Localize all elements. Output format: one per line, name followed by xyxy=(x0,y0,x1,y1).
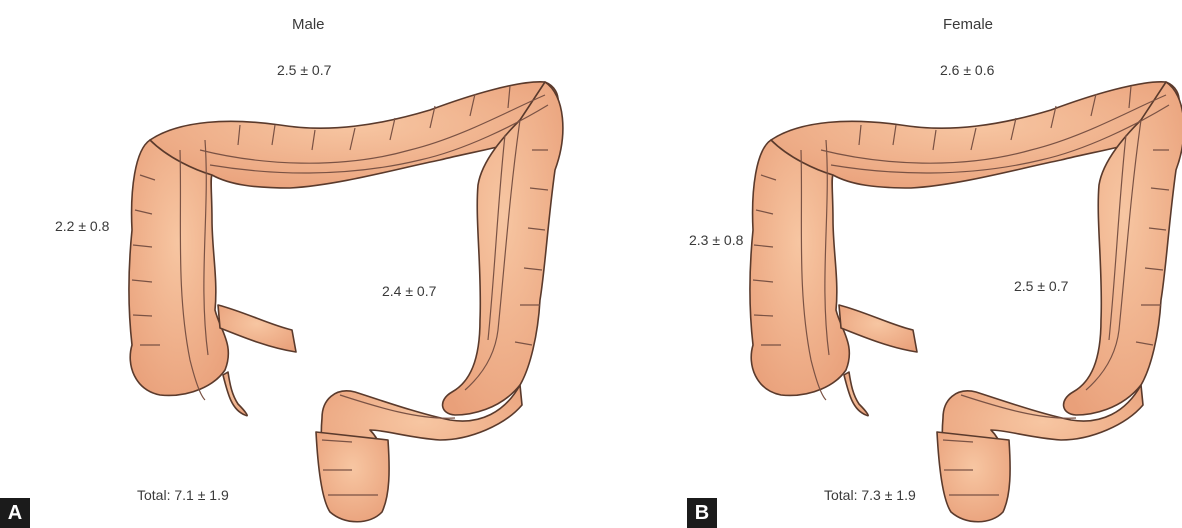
panel-letter-badge: B xyxy=(687,498,717,528)
panel-letter-badge: A xyxy=(0,498,30,528)
panel-title: Female xyxy=(943,16,993,33)
colon-illustration-male xyxy=(0,0,591,528)
ascending-colon-length: 2.2 ± 0.8 xyxy=(55,218,109,234)
panel-female: Female 2.6 ± 0.6 2.3 ± 0.8 2.5 ± 0.7 Tot… xyxy=(591,0,1182,528)
panel-male: Male 2.5 ± 0.7 2.2 ± 0.8 2.4 ± 0.7 Total… xyxy=(0,0,591,528)
ascending-colon-length: 2.3 ± 0.8 xyxy=(689,232,743,248)
total-colon-length: Total: 7.3 ± 1.9 xyxy=(824,487,916,503)
descending-colon-length: 2.5 ± 0.7 xyxy=(1014,278,1068,294)
total-colon-length: Total: 7.1 ± 1.9 xyxy=(137,487,229,503)
descending-colon-length: 2.4 ± 0.7 xyxy=(382,283,436,299)
panel-title: Male xyxy=(292,16,325,33)
colon-illustration-female xyxy=(591,0,1182,528)
transverse-colon-length: 2.5 ± 0.7 xyxy=(277,62,331,78)
transverse-colon-length: 2.6 ± 0.6 xyxy=(940,62,994,78)
